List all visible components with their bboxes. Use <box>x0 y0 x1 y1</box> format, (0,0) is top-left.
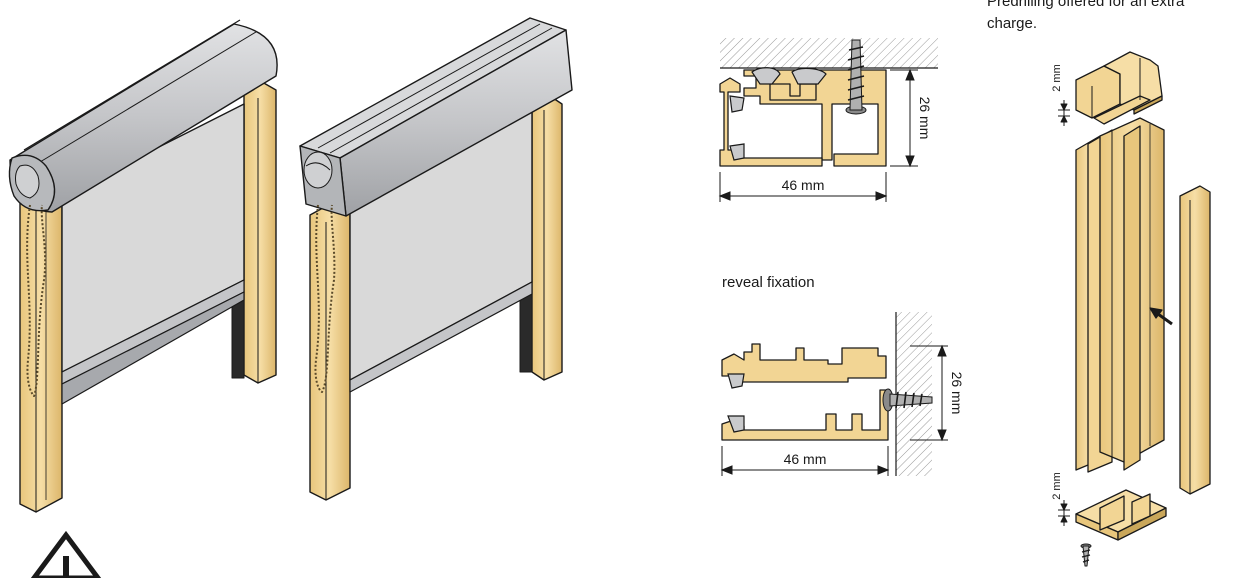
ceiling-fixation-section: 46 mm 26 mm <box>718 38 938 202</box>
roller-blind-square-cassette <box>299 17 573 501</box>
left-guide-rail <box>19 185 63 513</box>
roller-blind-round-cassette <box>8 19 278 513</box>
profile-section <box>721 343 889 441</box>
bottom-end-cap <box>1075 489 1167 541</box>
dimension-height-label: 26 mm <box>949 372 965 415</box>
dimension-width-label: 46 mm <box>784 451 827 467</box>
note-text-line1: Predrilling offered for an extra <box>987 0 1185 10</box>
top-end-cap <box>1075 51 1163 125</box>
dimension-width-label: 46 mm <box>782 177 825 193</box>
main-guide-rail <box>1075 117 1165 473</box>
note-text-line2: charge. <box>987 15 1037 32</box>
gap-top-label: 2 mm <box>1051 64 1063 92</box>
screw-icon <box>1080 543 1092 567</box>
right-guide-rail <box>531 95 563 381</box>
arrow-icon <box>1149 307 1173 326</box>
gap-bottom-label: 2 mm <box>1051 472 1063 500</box>
ceiling-hatch <box>720 38 938 68</box>
exploded-guide-rail <box>1058 51 1211 567</box>
cover-rail <box>1179 185 1211 495</box>
reveal-fixation-section: 46 mm 26 mm <box>720 312 965 476</box>
warning-icon <box>30 530 102 578</box>
right-guide-rail <box>243 81 277 384</box>
dimension-height-label: 26 mm <box>917 97 933 140</box>
screw-icon <box>845 39 867 115</box>
screw-icon <box>882 388 933 412</box>
reveal-fixation-caption: reveal fixation <box>722 274 815 291</box>
